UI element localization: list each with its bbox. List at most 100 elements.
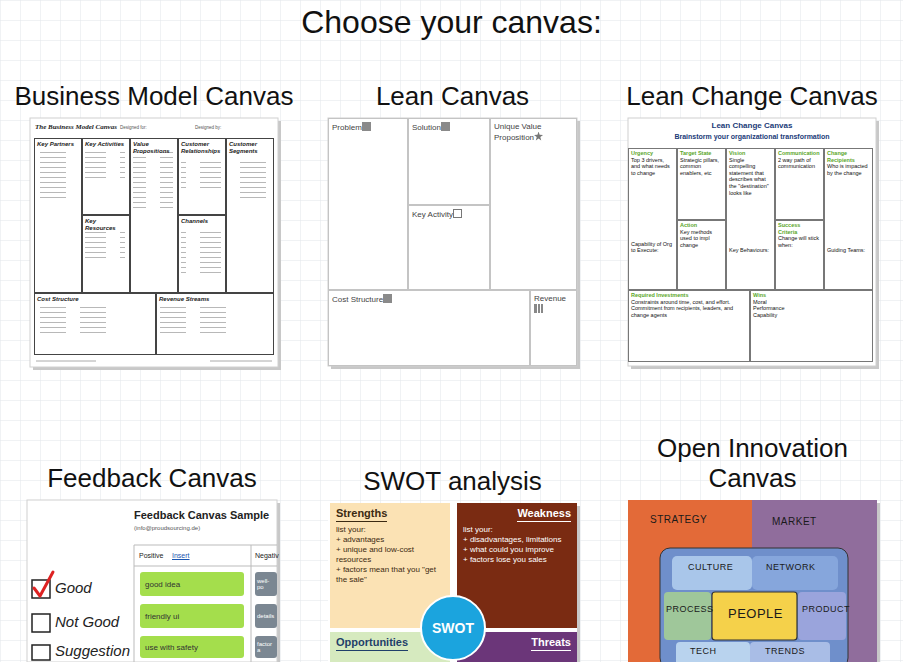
canvas-card: Feedback Canvasgood ideafriendly uiuse w… [27, 500, 277, 662]
block-heading: CULTURE [688, 562, 733, 572]
feedback-note: details [255, 604, 277, 628]
block-heading: NETWORK [766, 562, 816, 572]
feedback-note: friendly ui [140, 604, 244, 628]
block-heading: Urgency [631, 150, 674, 157]
block-heading: Opportunities [336, 636, 408, 651]
card-frame [328, 503, 577, 662]
block-heading: PEOPLE [728, 606, 783, 621]
footer-line [36, 361, 272, 362]
card-frame [328, 118, 577, 366]
network-region [752, 556, 838, 590]
innovation-region: NETWORK [766, 562, 816, 572]
tech-region [676, 642, 750, 662]
canvas-block: Revenue [530, 290, 577, 366]
block-body: Moral [753, 299, 870, 306]
feedback-note: well-po [255, 572, 277, 596]
block-body: 2 way path of communication [778, 157, 821, 170]
block-body: Top 3 drivers, and what needs to change [631, 157, 674, 177]
canvas-card: Lean CanvasProblemSolutionKey ActivityUn… [328, 118, 577, 366]
innovation-region: CULTURE [688, 562, 733, 572]
canvas-heading: Lean Canvas [298, 82, 607, 112]
canvas-block: Key Activity [408, 205, 490, 290]
block-heading: Customer Segments [229, 141, 271, 155]
block-icon [383, 294, 392, 303]
canvas-block: Cost Structure [34, 293, 156, 355]
canvas-label: Designed by: [195, 125, 221, 130]
block-heading: Problem [332, 122, 404, 133]
block-heading: Change Recipients [827, 150, 870, 163]
block-body: Who is impacted by the change [827, 163, 870, 176]
block-heading: PRODUCT [802, 604, 850, 614]
innovation-region: TRENDS [765, 646, 805, 656]
people-region [712, 592, 797, 640]
feedback-drawing [32, 545, 277, 662]
filler-text [85, 151, 125, 181]
block-heading: Key Partners [37, 141, 79, 148]
block-heading: Required Investments [631, 292, 747, 299]
block-body: Performance [753, 305, 870, 312]
check-mark [34, 572, 53, 596]
canvas-block: Target StateStrategic pillars, common en… [677, 148, 726, 220]
block-icon [441, 122, 450, 131]
block-heading: Strengths [336, 507, 387, 522]
block-body: list your: [336, 525, 444, 535]
canvas-block: Revenue Streams [156, 293, 274, 355]
canvas-block: Communication2 way path of communication [775, 148, 824, 220]
block-body: Key Behaviours: [729, 247, 772, 254]
canvas-label: Lean Change Canvas [628, 121, 876, 130]
canvas-label: Negativ [255, 552, 279, 559]
block-heading: Wins [753, 292, 870, 299]
block-heading: Cost Structure [37, 296, 153, 303]
canvas-block: Customer Relationships [178, 138, 226, 215]
canvas-card: Business Model CanvasKey PartnersKey Act… [30, 118, 278, 367]
page-title: Choose your canvas: [0, 4, 903, 41]
canvas-heading: Open Innovation Canvas [638, 434, 867, 494]
canvas-label: (info@proudsourcing.de) [134, 525, 200, 531]
feedback-note: good idea [140, 572, 244, 596]
canvas-card: SWOT analysisStrengthslist your:+ advant… [328, 503, 577, 662]
canvas-block: Required InvestmentsConstraints around t… [628, 290, 750, 362]
innovation-region: TECH [690, 646, 717, 656]
innovation-region: PEOPLE [728, 606, 783, 621]
filler-text [133, 151, 173, 211]
block-heading: factor a [257, 641, 275, 653]
filler-text [37, 307, 117, 337]
block-body: + factors lose you sales [463, 555, 571, 565]
canvas-block: Unique Value Proposition [490, 118, 577, 290]
swot-circle: SWOT [420, 595, 486, 661]
feedback-note: factor a [255, 636, 277, 658]
canvas-label: Brainstorm your organizational transform… [628, 133, 876, 140]
block-heading: good idea [145, 580, 239, 589]
block-icon [534, 304, 543, 313]
block-heading: TRENDS [765, 646, 805, 656]
block-body: Guiding Teams: [827, 247, 870, 254]
block-heading: Revenue Streams [159, 296, 271, 303]
block-heading: Channels [181, 218, 223, 225]
card-frame [628, 118, 876, 366]
block-heading: use with safety [145, 643, 239, 652]
product-region [798, 592, 846, 640]
card-frame [30, 118, 278, 367]
canvas-block: Channels [178, 215, 226, 293]
filler-text [37, 151, 77, 201]
checkbox [32, 645, 50, 660]
canvas-heading: Business Model Canvas [0, 82, 308, 112]
block-heading: STRATEGY [650, 514, 707, 525]
block-icon [534, 132, 543, 141]
block-heading: friendly ui [145, 612, 239, 621]
block-heading: SWOT [432, 620, 474, 636]
canvas-block: Problem [328, 118, 408, 290]
feedback-note: use with safety [140, 636, 244, 658]
block-body: Capability [753, 312, 870, 319]
filler-text [181, 158, 221, 188]
canvas-label: Designed for: [120, 125, 147, 130]
block-icon [453, 209, 462, 218]
block-heading: Key Activity [412, 209, 486, 220]
block-heading: MARKET [772, 516, 817, 527]
block-heading: Unique Value Proposition [494, 122, 573, 142]
block-icon [362, 122, 371, 131]
canvas-card: Lean Change CanvasUrgencyTop 3 drivers, … [628, 118, 876, 366]
block-body: + advantages [336, 535, 444, 545]
block-heading: PROCESS [666, 604, 714, 614]
